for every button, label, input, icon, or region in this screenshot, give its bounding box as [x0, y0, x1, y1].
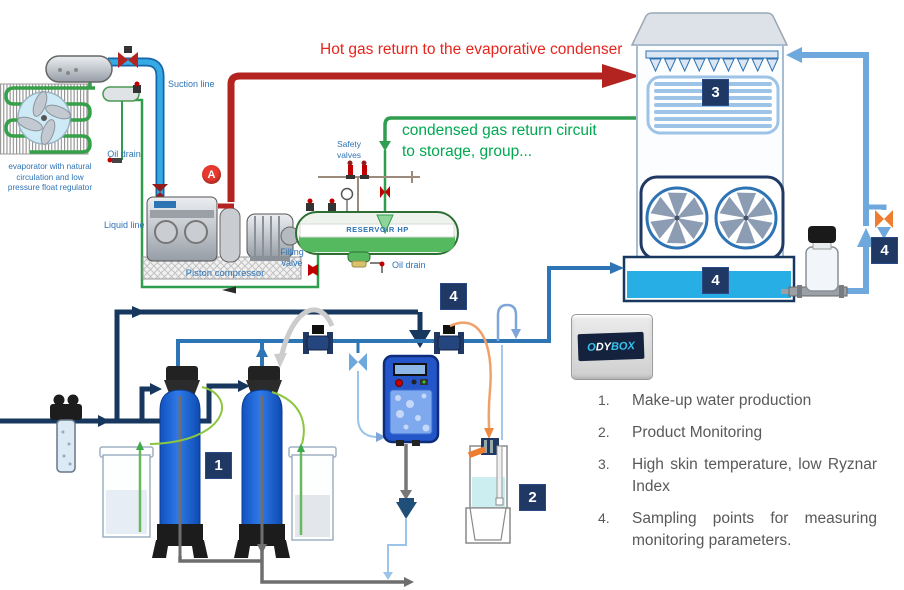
- water-return-pipe: [781, 47, 893, 298]
- piston-compressor: [142, 196, 302, 280]
- badge-4-return: 4: [871, 237, 898, 264]
- flow-meter-sampling: [433, 324, 465, 355]
- condenser-fan-icon: [714, 186, 778, 250]
- legend-item-3: 3. High skin temperature, low Ryznar Ind…: [598, 456, 877, 495]
- sample-vessel: [465, 438, 511, 544]
- evaporator-caption: evaporator with natural circulation and …: [7, 162, 93, 192]
- point-a-badge: A: [202, 165, 221, 184]
- spray-header: [645, 50, 779, 59]
- spray-nozzles: [649, 58, 779, 73]
- reservoir-hp-label: RESERVOIR HP: [346, 225, 409, 234]
- liquid-line-label: Liquid line: [104, 220, 145, 230]
- evaporative-condenser: [622, 12, 796, 303]
- condensed-gas-annotation: condensed gas return circuit to storage,…: [402, 122, 597, 160]
- hot-gas-pipe: [227, 64, 640, 202]
- softener-tank-1: [150, 364, 210, 560]
- badge-4-basin: 4: [702, 267, 729, 294]
- brine-line-1: [149, 386, 223, 445]
- flow-meter: [302, 324, 334, 355]
- brine-line-2: [271, 391, 305, 445]
- pressure-gauge-icon: [340, 187, 354, 201]
- suction-line-label: Suction line: [168, 79, 215, 89]
- legend-item-2: 2. Product Monitoring: [598, 424, 763, 441]
- oil-drain-evaporator-label: Oil drain: [107, 149, 141, 159]
- drain-funnel-icon: [396, 502, 417, 519]
- evaporator: [0, 55, 141, 163]
- reservoir-hp: [295, 211, 459, 273]
- accumulator-tank: [45, 55, 113, 83]
- hot-gas-annotation: Hot gas return to the evaporative conden…: [320, 41, 623, 58]
- badge-2-product-monitoring: 2: [519, 484, 546, 511]
- filling-valve-label: Filling valve: [280, 247, 304, 268]
- badge-3-condenser: 3: [702, 79, 729, 106]
- probe-rod: [496, 445, 503, 506]
- condensate-return-pipe: [379, 116, 640, 214]
- legend-item-1: 1. Make-up water production: [598, 392, 812, 409]
- drain-lines: [178, 444, 417, 587]
- badge-4-flowmeter: 4: [440, 283, 467, 310]
- legend-item-4: 4. Sampling points for measuring monitor…: [598, 510, 877, 549]
- filter-bottle: [805, 246, 839, 292]
- badge-1-makeup-water: 1: [205, 452, 232, 479]
- sensor-cable: [449, 321, 494, 439]
- piston-compressor-label: Piston compressor: [185, 268, 265, 279]
- odybox-logo-o: O: [586, 341, 596, 354]
- brine-tank-right: [288, 443, 337, 541]
- condenser-fan-icon: [645, 186, 709, 250]
- cartridge-filter: [50, 394, 82, 473]
- bypass-arrow: [278, 307, 335, 359]
- safety-valves-label: Safety valves: [336, 139, 362, 160]
- oil-drain-reservoir-label: Oil drain: [392, 260, 426, 270]
- bypass-valve-icon: [349, 353, 358, 371]
- sampling-valve-icon: [875, 210, 884, 228]
- treated-water-pipe: [176, 262, 624, 442]
- legend: 1. Make-up water production 2. Product M…: [598, 390, 892, 562]
- dosing-pump: [382, 354, 440, 446]
- safety-valves: [306, 160, 420, 213]
- suction-line-pipe: [108, 46, 168, 200]
- brine-tank-left: [99, 441, 154, 538]
